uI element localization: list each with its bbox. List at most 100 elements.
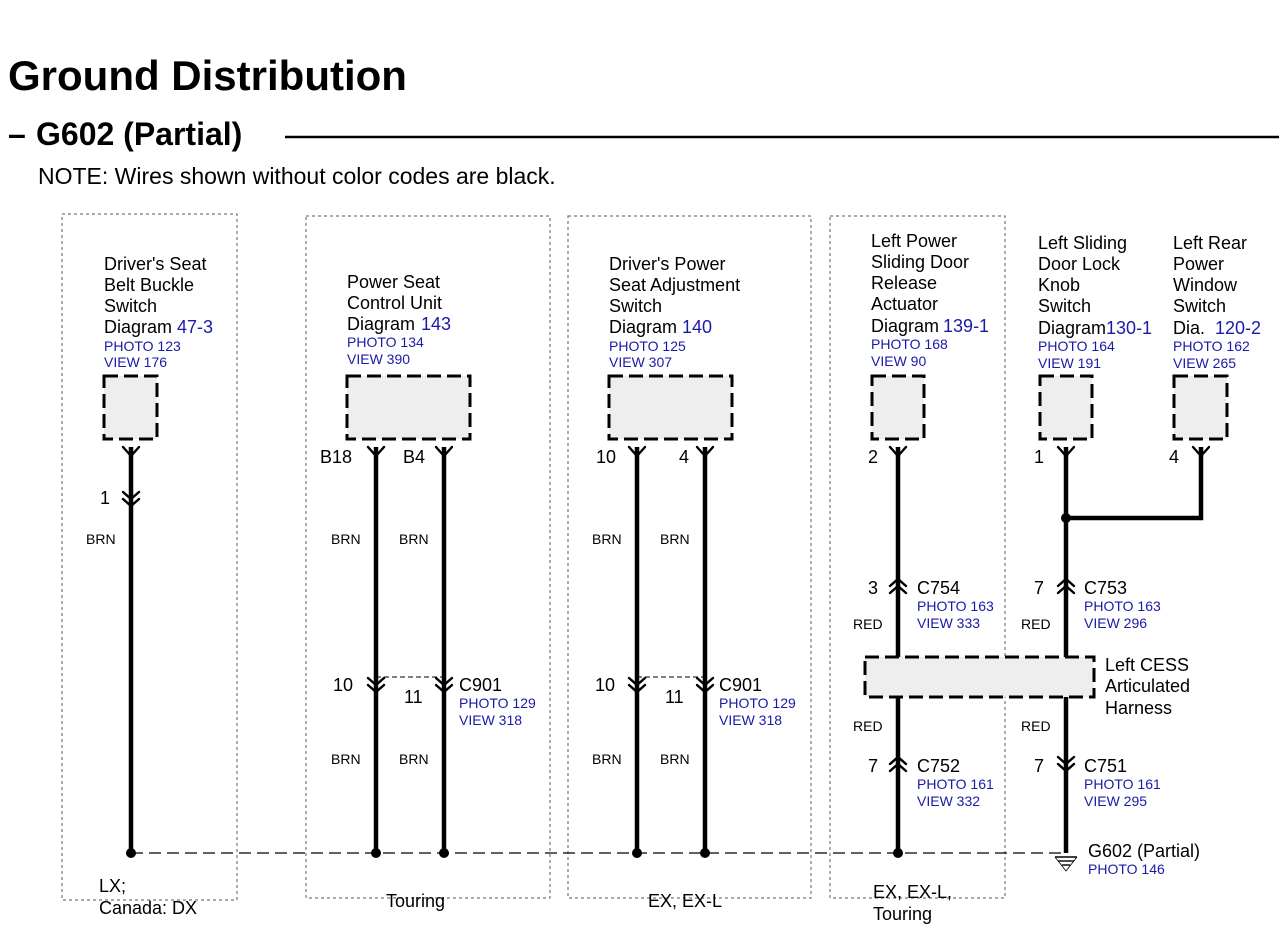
zone-label-ex-touring-1: EX, EX-L, [873,882,952,902]
door-release-name-3: Release [871,273,937,293]
seat-control-photo-link[interactable]: PHOTO 134 [347,334,424,350]
rear-window-photo-link[interactable]: PHOTO 162 [1173,338,1250,354]
c753-name: C753 [1084,578,1127,598]
seat-adjust-name-2: Seat Adjustment [609,275,740,295]
ground-icon [1054,856,1078,872]
door-release-box[interactable] [870,374,926,441]
harness-name-1: Left CESS [1105,655,1189,675]
buckle-switch-box[interactable] [102,374,159,441]
harness-name-3: Harness [1105,698,1172,718]
door-lock-view-link[interactable]: VIEW 191 [1038,355,1101,371]
zone-label-ex-touring-2: Touring [873,904,932,924]
c751-pin: 7 [1034,756,1044,776]
harness-name-2: Articulated [1105,676,1190,696]
seat-adjust-c901-photo[interactable]: PHOTO 129 [719,695,796,711]
seat-control-diagram-ref[interactable]: 143 [421,314,451,334]
zone-touring [305,215,551,899]
c754-pin: 3 [868,578,878,598]
rear-window-ground-wire[interactable] [1066,447,1204,521]
door-release-actuator: Left Power Sliding Door Release Actuator… [853,231,994,858]
zone-label-lx-1: LX; [99,876,126,896]
c754-symbol [888,577,908,595]
door-release-view-link[interactable]: VIEW 90 [871,353,926,369]
seat-control-pin-b18: B18 [320,447,352,467]
door-lock-diagram-ref[interactable]: 130-1 [1106,318,1152,338]
rear-window-box[interactable] [1172,374,1229,441]
door-release-diagram-ref[interactable]: 139-1 [943,316,989,336]
door-release-lower-color: RED [853,718,883,734]
buckle-wire-color: BRN [86,531,116,547]
door-lock-photo-link[interactable]: PHOTO 164 [1038,338,1115,354]
page-subtitle: G602 (Partial) [36,116,242,152]
ground-photo-link[interactable]: PHOTO 146 [1088,861,1165,877]
buckle-diagram-ref[interactable]: 47-3 [177,317,213,337]
seat-adjust-photo-link[interactable]: PHOTO 125 [609,338,686,354]
seat-control-c901-pin11-symbol [434,676,454,694]
c751-photo[interactable]: PHOTO 161 [1084,776,1161,792]
seat-control-view-link[interactable]: VIEW 390 [347,351,410,367]
seat-control-ground-splice-2 [439,848,449,858]
seat-control-pin-b4: B4 [403,447,425,467]
seat-control-color-2: BRN [399,531,429,547]
seat-control-ground-splice-1 [371,848,381,858]
c754-wire-color: RED [853,616,883,632]
color-note: NOTE: Wires shown without color codes ar… [38,163,556,189]
c753-photo[interactable]: PHOTO 163 [1084,598,1161,614]
seat-adjust-diagram-ref[interactable]: 140 [682,317,712,337]
seat-control-box[interactable] [345,374,472,441]
cess-harness-box[interactable] [863,655,1096,699]
zone-label-ex: EX, EX-L [648,891,722,911]
c751-view[interactable]: VIEW 295 [1084,793,1147,809]
seat-adjust-name-1: Driver's Power [609,254,725,274]
seat-control-lower-color-2: BRN [399,751,429,767]
c752-view[interactable]: VIEW 332 [917,793,980,809]
buckle-view-link[interactable]: VIEW 176 [104,354,167,370]
seat-adjust-lower-color-2: BRN [660,751,690,767]
seat-adjust-diagram-label: Diagram [609,317,677,337]
buckle-diagram-label: Diagram [104,317,172,337]
zone-ex-touring [829,215,1006,899]
c752-name: C752 [917,756,960,776]
seat-adjust-box[interactable] [607,374,734,441]
c753-view[interactable]: VIEW 296 [1084,615,1147,631]
rear-window-view-link[interactable]: VIEW 265 [1173,355,1236,371]
buckle-connector-symbol [121,490,141,508]
rear-window-switch: Left Rear Power Window Switch Dia.120-2 … [1066,233,1261,521]
seat-adjust-color-1: BRN [592,531,622,547]
seat-adjust-pin-4: 4 [679,447,689,467]
seat-adjust-color-2: BRN [660,531,690,547]
seat-control-lower-color-1: BRN [331,751,361,767]
seat-adjust-c901-view[interactable]: VIEW 318 [719,712,782,728]
door-lock-name-3: Knob [1038,275,1080,295]
rear-window-diagram-ref[interactable]: 120-2 [1215,318,1261,338]
seat-control-c901-photo[interactable]: PHOTO 129 [459,695,536,711]
c754-view[interactable]: VIEW 333 [917,615,980,631]
ground-g602: G602 (Partial) PHOTO 146 [1054,841,1200,877]
door-release-photo-link[interactable]: PHOTO 168 [871,336,948,352]
buckle-name-1: Driver's Seat [104,254,206,274]
c752-photo[interactable]: PHOTO 161 [917,776,994,792]
c751-symbol [1056,755,1076,773]
seat-adjust-c901-name: C901 [719,675,762,695]
subtitle-dash: – [8,116,26,152]
buckle-photo-link[interactable]: PHOTO 123 [104,338,181,354]
c754-name: C754 [917,578,960,598]
rear-window-diagram-line: Dia.120-2 [1173,318,1261,338]
buckle-pin-1: 1 [100,488,110,508]
seat-control-name-2: Control Unit [347,293,442,313]
rear-window-name-1: Left Rear [1173,233,1247,253]
rear-window-name-3: Window [1173,275,1238,295]
door-lock-box[interactable] [1038,374,1094,441]
door-lock-name-2: Door Lock [1038,254,1121,274]
seat-control-c901-pin10-symbol [366,676,386,694]
c754-photo[interactable]: PHOTO 163 [917,598,994,614]
seat-adjust-view-link[interactable]: VIEW 307 [609,354,672,370]
door-lock-name-1: Left Sliding [1038,233,1127,253]
zone-ex [567,215,812,899]
rear-window-name-2: Power [1173,254,1224,274]
seat-control-c901-view[interactable]: VIEW 318 [459,712,522,728]
